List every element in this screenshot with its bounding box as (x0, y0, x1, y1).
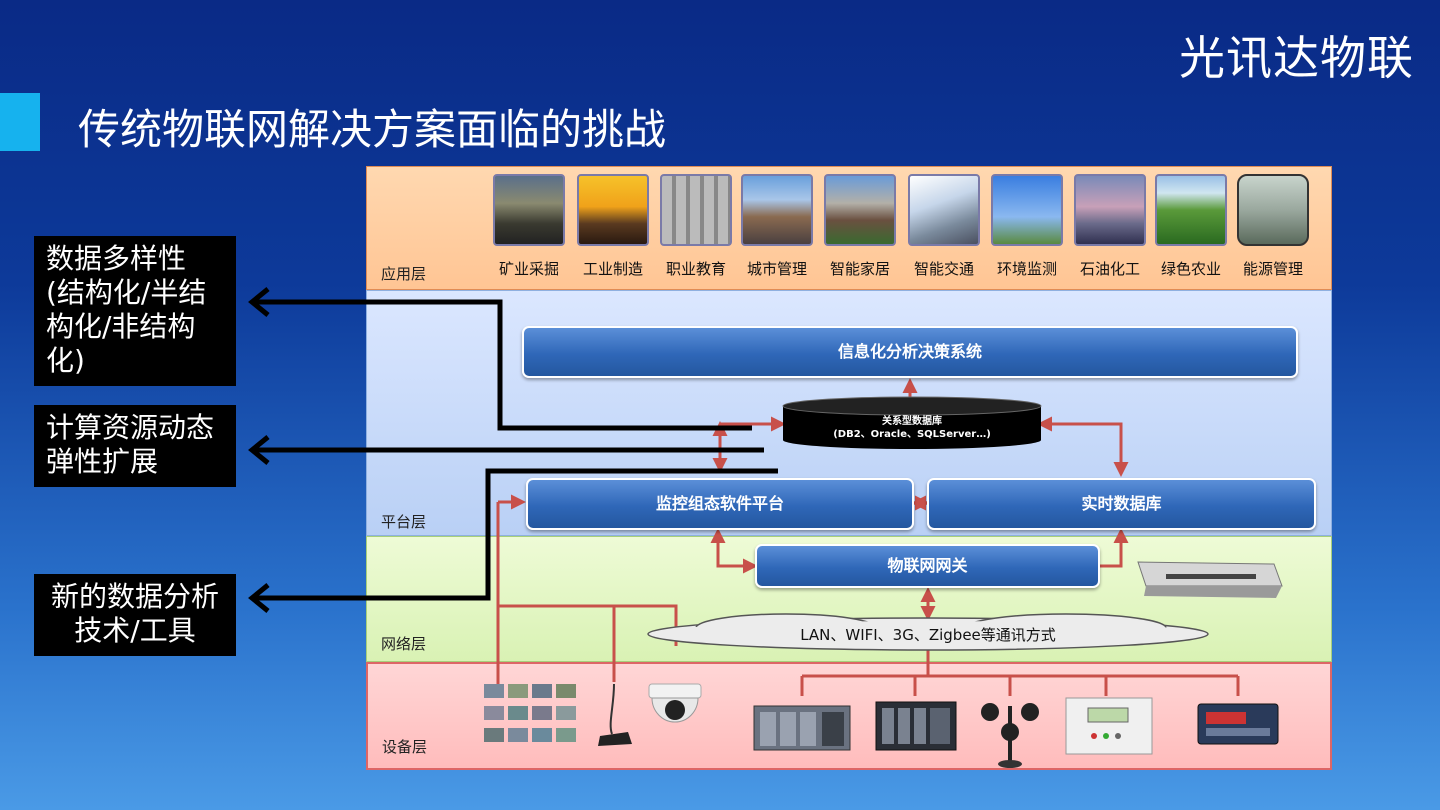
page-title: 传统物联网解决方案面临的挑战 (78, 105, 667, 154)
connector-overlay (484, 378, 1283, 768)
callout-text: 新的数据分析 技术/工具 (50, 580, 219, 647)
app-petrochemical: 石油化工 (1072, 174, 1148, 279)
app-manufacturing: 工业制造 (575, 174, 651, 279)
highway-photo-icon (908, 174, 980, 246)
callout-elastic-compute: 计算资源动态 弹性扩展 (34, 405, 236, 487)
app-label: 智能交通 (913, 260, 974, 278)
app-smart-home: 智能家居 (822, 174, 898, 279)
layer-label-app: 应用层 (381, 265, 427, 283)
line-camera-bus (496, 604, 678, 688)
microphone-icon (598, 683, 632, 746)
anemometer-icon (981, 703, 1039, 768)
video-wall-icon (484, 684, 576, 742)
callout-text: 数据多样性 (结构化/半结 构化/非结构 化) (46, 242, 207, 377)
app-label: 智能家居 (829, 260, 890, 278)
layer-label-network: 网络层 (381, 635, 427, 653)
iot-gateway-box: 物联网网关 (755, 544, 1100, 588)
io-module-icon (875, 701, 957, 751)
server-gateway-device-icon (1137, 561, 1283, 598)
realtime-db-box: 实时数据库 (927, 478, 1316, 530)
power-plant-photo-icon (1237, 174, 1309, 246)
app-label: 环境监测 (996, 260, 1057, 278)
app-label: 能源管理 (1242, 260, 1303, 278)
arrow-db-realtime (1037, 416, 1129, 477)
db-detail: (DB2、Oracle、SQLServer…) (833, 429, 991, 440)
city-photo-icon (741, 174, 813, 246)
brand-logo: 光讯达物联 (1179, 31, 1414, 85)
farmland-photo-icon (1155, 174, 1227, 246)
app-city: 城市管理 (739, 174, 815, 279)
database-cylinder-icon (782, 396, 1042, 449)
app-label: 矿业采掘 (498, 260, 559, 278)
app-label: 职业教育 (665, 260, 726, 278)
app-environment: 环境监测 (989, 174, 1065, 279)
app-mining: 矿业采掘 (491, 174, 567, 279)
title-accent-bar (0, 93, 40, 151)
app-label: 城市管理 (746, 260, 807, 278)
app-label: 工业制造 (582, 260, 643, 278)
factory-photo-icon (577, 174, 649, 246)
app-agriculture: 绿色农业 (1153, 174, 1229, 279)
app-label: 石油化工 (1079, 260, 1140, 278)
app-label: 绿色农业 (1160, 260, 1221, 278)
house-photo-icon (824, 174, 896, 246)
control-panel-photo-icon (660, 174, 732, 246)
app-energy: 能源管理 (1235, 174, 1311, 279)
controller-icon (1197, 703, 1279, 745)
cloud-comm-label: LAN、WIFI、3G、Zigbee等通讯方式 (800, 626, 1056, 644)
cloud-shape (647, 613, 1209, 651)
refinery-photo-icon (1074, 174, 1146, 246)
scada-platform-box: 监控组态软件平台 (526, 478, 914, 530)
architecture-diagram: 应用层 平台层 网络层 设备层 矿业采掘 工业制造 职业教育 城市管理 智能家居… (366, 166, 1332, 770)
app-transport: 智能交通 (906, 174, 982, 279)
decision-system-box: 信息化分析决策系统 (522, 326, 1298, 378)
plc-icon (753, 705, 851, 751)
meter-icon (1065, 697, 1153, 755)
callout-data-diversity: 数据多样性 (结构化/半结 构化/非结构 化) (34, 236, 236, 386)
mining-photo-icon (493, 174, 565, 246)
layer-label-device: 设备层 (382, 738, 428, 756)
callout-analytics: 新的数据分析 技术/工具 (34, 574, 236, 656)
arrow-scada-gateway (710, 528, 758, 574)
callout-text: 计算资源动态 弹性扩展 (46, 411, 215, 478)
relational-db-label: 关系型数据库 (DB2、Oracle、SQLServer…) (783, 415, 1041, 441)
arrow-gateway-realtime (1100, 528, 1129, 568)
app-education: 职业教育 (658, 174, 734, 279)
dome-camera-icon (648, 683, 702, 723)
db-title: 关系型数据库 (882, 416, 942, 427)
wind-turbine-photo-icon (991, 174, 1063, 246)
